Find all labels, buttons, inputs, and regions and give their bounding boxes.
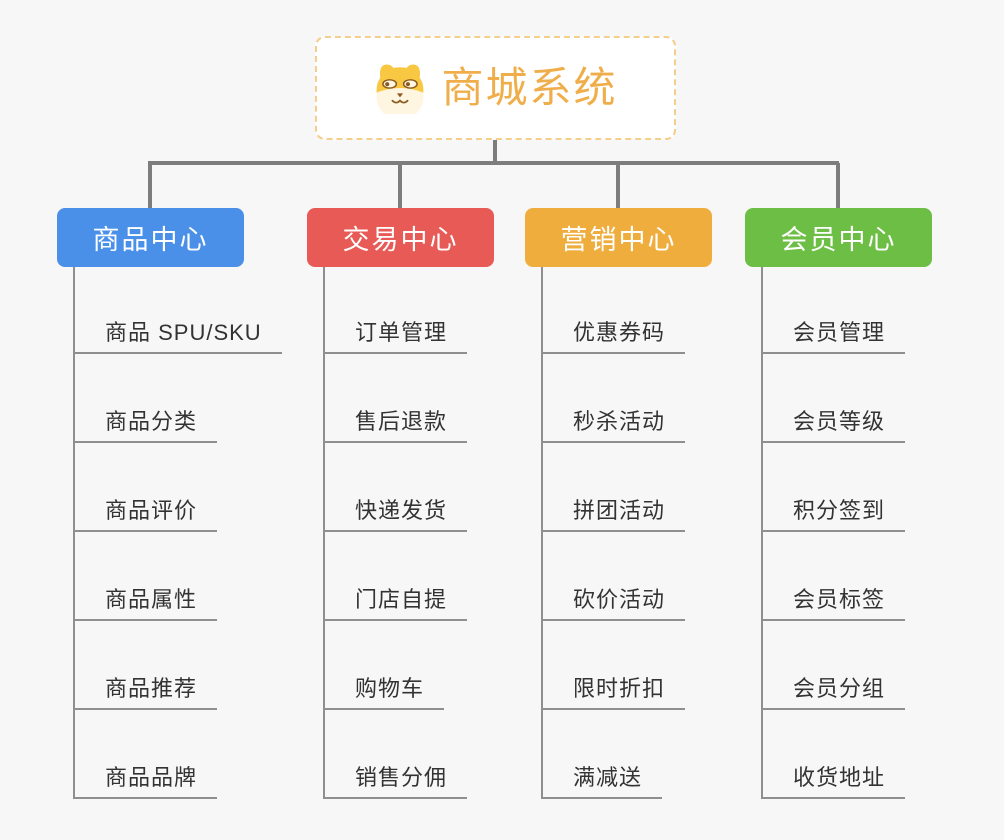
leaf-item[interactable]: 拼团活动 <box>543 493 686 532</box>
leaf-item[interactable]: 商品评价 <box>75 493 218 532</box>
leaf-row: 秒杀活动 <box>543 354 775 443</box>
connector-root-vertical <box>493 140 497 165</box>
leaf-row: 会员等级 <box>763 354 995 443</box>
branch-header-member[interactable]: 会员中心 <box>745 208 932 267</box>
branch-product-center: 商品中心 商品 SPU/SKU 商品分类 商品评价 商品属性 商品推荐 商品品牌 <box>57 208 307 799</box>
leaf-row: 限时折扣 <box>543 621 775 710</box>
leaf-row: 商品分类 <box>75 354 307 443</box>
doge-icon <box>377 64 424 114</box>
leaf-item[interactable]: 会员分组 <box>763 671 906 710</box>
leaf-row: 订单管理 <box>325 267 557 354</box>
branch-trade-center: 交易中心 订单管理 售后退款 快递发货 门店自提 购物车 销售分佣 <box>307 208 557 799</box>
branch-member-leaves: 会员管理 会员等级 积分签到 会员标签 会员分组 收货地址 <box>761 267 995 799</box>
leaf-row: 会员分组 <box>763 621 995 710</box>
leaf-item[interactable]: 秒杀活动 <box>543 404 686 443</box>
leaf-item[interactable]: 快递发货 <box>325 493 468 532</box>
branch-header-product[interactable]: 商品中心 <box>57 208 244 267</box>
leaf-item[interactable]: 限时折扣 <box>543 671 686 710</box>
connector-drop-marketing <box>616 163 620 208</box>
leaf-row: 积分签到 <box>763 443 995 532</box>
leaf-item[interactable]: 售后退款 <box>325 404 468 443</box>
leaf-row: 满减送 <box>543 710 775 799</box>
leaf-row: 优惠券码 <box>543 267 775 354</box>
leaf-row: 拼团活动 <box>543 443 775 532</box>
branch-header-trade[interactable]: 交易中心 <box>307 208 494 267</box>
leaf-row: 收货地址 <box>763 710 995 799</box>
leaf-item[interactable]: 销售分佣 <box>325 760 468 799</box>
leaf-row: 销售分佣 <box>325 710 557 799</box>
leaf-item[interactable]: 收货地址 <box>763 760 906 799</box>
root-title: 商城系统 <box>441 64 618 111</box>
leaf-row: 商品属性 <box>75 532 307 621</box>
branch-member-center: 会员中心 会员管理 会员等级 积分签到 会员标签 会员分组 收货地址 <box>745 208 995 799</box>
leaf-item[interactable]: 商品推荐 <box>75 671 218 710</box>
leaf-row: 售后退款 <box>325 354 557 443</box>
connector-horizontal-bus <box>148 161 839 165</box>
leaf-row: 会员管理 <box>763 267 995 354</box>
branch-marketing-leaves: 优惠券码 秒杀活动 拼团活动 砍价活动 限时折扣 满减送 <box>541 267 775 799</box>
leaf-item[interactable]: 商品 SPU/SKU <box>75 315 282 354</box>
connector-drop-member <box>836 163 840 208</box>
leaf-row: 砍价活动 <box>543 532 775 621</box>
leaf-row: 商品评价 <box>75 443 307 532</box>
branch-marketing-center: 营销中心 优惠券码 秒杀活动 拼团活动 砍价活动 限时折扣 满减送 <box>525 208 775 799</box>
leaf-item[interactable]: 砍价活动 <box>543 582 686 621</box>
leaf-item[interactable]: 门店自提 <box>325 582 468 621</box>
leaf-item[interactable]: 会员等级 <box>763 404 906 443</box>
leaf-row: 商品 SPU/SKU <box>75 267 307 354</box>
leaf-item[interactable]: 商品属性 <box>75 582 218 621</box>
leaf-item[interactable]: 会员标签 <box>763 582 906 621</box>
leaf-item[interactable]: 商品分类 <box>75 404 218 443</box>
leaf-row: 会员标签 <box>763 532 995 621</box>
leaf-item[interactable]: 商品品牌 <box>75 760 218 799</box>
root-node[interactable]: 商城系统 <box>315 36 676 140</box>
leaf-item[interactable]: 积分签到 <box>763 493 906 532</box>
branch-header-marketing[interactable]: 营销中心 <box>525 208 712 267</box>
leaf-item[interactable]: 购物车 <box>325 671 445 710</box>
leaf-item[interactable]: 订单管理 <box>325 315 468 354</box>
branch-trade-leaves: 订单管理 售后退款 快递发货 门店自提 购物车 销售分佣 <box>323 267 557 799</box>
branch-product-leaves: 商品 SPU/SKU 商品分类 商品评价 商品属性 商品推荐 商品品牌 <box>73 267 307 799</box>
leaf-row: 门店自提 <box>325 532 557 621</box>
leaf-row: 商品推荐 <box>75 621 307 710</box>
leaf-item[interactable]: 优惠券码 <box>543 315 686 354</box>
leaf-row: 商品品牌 <box>75 710 307 799</box>
leaf-row: 快递发货 <box>325 443 557 532</box>
leaf-item[interactable]: 满减送 <box>543 760 663 799</box>
connector-drop-trade <box>398 163 402 208</box>
connector-drop-product <box>148 163 152 208</box>
leaf-row: 购物车 <box>325 621 557 710</box>
leaf-item[interactable]: 会员管理 <box>763 315 906 354</box>
